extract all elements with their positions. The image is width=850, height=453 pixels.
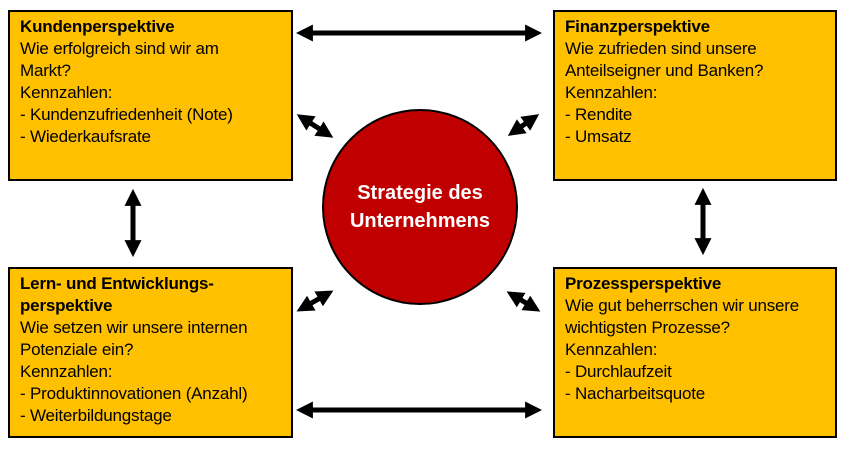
- box-title-line: Prozessperspektive: [565, 274, 722, 293]
- box-title-line: perspektive: [20, 296, 113, 315]
- box-body-line: - Wiederkaufsrate: [20, 127, 151, 146]
- box-body-line: - Umsatz: [565, 127, 632, 146]
- box-title-line: Finanzperspektive: [565, 17, 710, 36]
- arrow-diagonal-top-left: [296, 114, 334, 138]
- box-title-line: Kundenperspektive: [20, 17, 175, 36]
- box-body-line: - Kundenzufriedenheit (Note): [20, 105, 233, 124]
- box-body-line: - Produktinnovationen (Anzahl): [20, 384, 248, 403]
- box-body-line: - Nacharbeitsquote: [565, 384, 706, 403]
- strategy-circle-label: Unternehmens: [349, 210, 491, 232]
- box-body-line: Anteilseigner und Banken?: [565, 61, 764, 80]
- box-body-line: Wie gut beherrschen wir unsere: [565, 296, 800, 315]
- box-lern-entwicklungsperspektive: Lern- und Entwicklungs- perspektive Wie …: [8, 267, 293, 438]
- box-title-line: Lern- und Entwicklungs-: [20, 274, 214, 293]
- box-body-line: Wie erfolgreich sind wir am: [20, 39, 219, 58]
- box-body-line: Kennzahlen:: [20, 83, 113, 102]
- box-body-line: Markt?: [20, 61, 71, 80]
- arrow-diagonal-top-right: [507, 114, 540, 136]
- box-prozessperspektive: Prozessperspektive Wie gut beherrschen w…: [553, 267, 837, 438]
- box-body-line: Kennzahlen:: [20, 362, 113, 381]
- box-body-line: Kennzahlen:: [565, 83, 658, 102]
- arrow-diagonal-bottom-left: [296, 290, 334, 312]
- box-body-line: Wie setzen wir unsere internen: [20, 318, 248, 337]
- arrow-diagonal-bottom-right: [506, 291, 541, 312]
- strategy-circle: Strategie des Unternehmens: [322, 109, 518, 305]
- box-body-line: - Rendite: [565, 105, 633, 124]
- box-body-line: wichtigsten Prozesse?: [565, 318, 730, 337]
- strategy-circle-label: Strategie des: [357, 182, 483, 204]
- box-body-line: Kennzahlen:: [565, 340, 658, 359]
- box-kundenperspektive: Kundenperspektive Wie erfolgreich sind w…: [8, 10, 293, 181]
- box-body-line: - Weiterbildungstage: [20, 406, 172, 425]
- box-body-line: Wie zufrieden sind unsere: [565, 39, 757, 58]
- box-body-line: - Durchlaufzeit: [565, 362, 672, 381]
- box-body-line: Potenziale ein?: [20, 340, 134, 359]
- box-finanzperspektive: Finanzperspektive Wie zufrieden sind uns…: [553, 10, 837, 181]
